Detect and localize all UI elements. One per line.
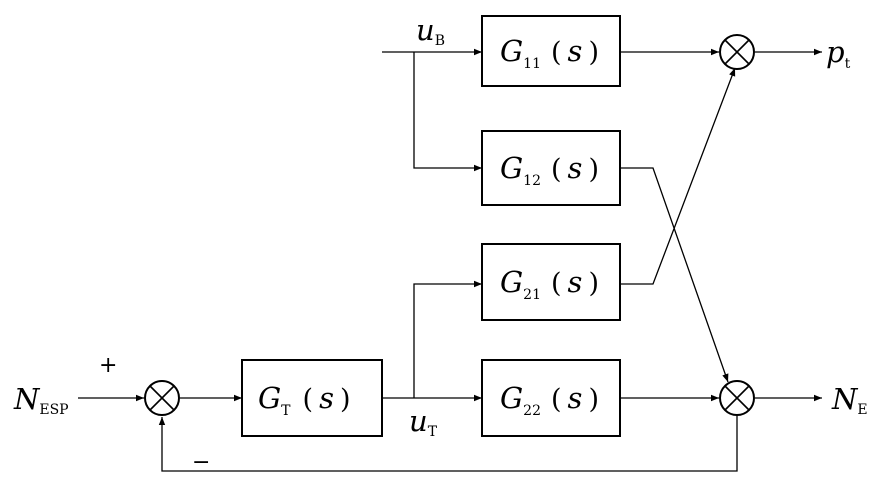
block-g12-open-paren: ( — [551, 154, 562, 185]
svg-text:G21(s): G21 (s) — [500, 265, 599, 303]
block-gt-letter: G — [258, 381, 281, 415]
label-n-e-letter: N — [831, 382, 859, 416]
block-g12-letter: G — [500, 151, 523, 185]
block-g21-open-paren: ( — [551, 268, 562, 299]
block-g22: G22 (s) — [481, 359, 621, 437]
block-g22-open-paren: ( — [551, 384, 562, 415]
block-g12-arg: s — [568, 151, 583, 185]
block-g21-box — [481, 243, 621, 321]
block-g22-box — [481, 359, 621, 437]
label-u-t: uT — [409, 404, 438, 440]
minus-sign: − — [192, 450, 210, 475]
block-g11-letter: G — [500, 34, 523, 68]
block-g11-close-paren: ) — [588, 37, 599, 68]
label-u-b-subscript: B — [435, 33, 445, 49]
block-gt-box — [241, 359, 383, 437]
block-g21-subscript: 21 — [523, 287, 541, 303]
plus-sign: + — [99, 353, 117, 378]
block-g11: G11 (s) — [481, 15, 621, 87]
block-gt: GT (s) — [241, 359, 383, 437]
wire-ut-to-g21 — [413, 280, 482, 398]
svg-text:G12(s): G12 (s) — [500, 151, 599, 189]
block-g22-subscript: 22 — [523, 403, 541, 419]
block-g22-close-paren: ) — [588, 384, 599, 415]
block-g22-arg: s — [568, 381, 583, 415]
block-gt-arg: s — [319, 381, 334, 415]
block-g22-letter: G — [500, 381, 523, 415]
block-g21-letter: G — [500, 265, 523, 299]
block-g12-close-paren: ) — [588, 154, 599, 185]
label-n-e: NE — [831, 382, 868, 418]
label-n-esp-letter: N — [13, 382, 41, 416]
label-p-t: pt — [826, 35, 851, 72]
block-g11-open-paren: ( — [551, 37, 562, 68]
summing-junction-left — [144, 380, 180, 416]
svg-text:G22(s): G22 (s) — [500, 381, 599, 419]
label-u-t-letter: u — [409, 404, 428, 438]
svg-text:GT(s): GT (s) — [258, 381, 351, 419]
label-n-esp-subscript: ESP — [39, 402, 68, 418]
block-g11-arg: s — [568, 34, 583, 68]
label-p-t-letter: p — [826, 35, 845, 69]
block-gt-close-paren: ) — [340, 384, 351, 415]
summing-junction-top — [719, 34, 755, 70]
feedback-path — [158, 416, 738, 472]
block-gt-open-paren: ( — [303, 384, 314, 415]
label-u-b-letter: u — [416, 13, 435, 47]
summing-junction-bottom — [719, 380, 755, 416]
block-g12-subscript: 12 — [523, 173, 541, 189]
label-n-e-subscript: E — [857, 402, 867, 418]
block-g21-close-paren: ) — [588, 268, 599, 299]
label-n-esp: NESP — [13, 382, 69, 418]
block-g11-subscript: 11 — [523, 56, 541, 72]
wire-g12-to-sum-bottom — [620, 167, 729, 383]
label-p-t-subscript: t — [845, 56, 851, 72]
wire-ub-to-g12 — [413, 52, 482, 172]
svg-text:G11(s): G11 (s) — [500, 34, 599, 72]
wire-g21-to-sum-top — [620, 67, 736, 285]
block-g21-arg: s — [568, 265, 583, 299]
block-g11-box — [481, 15, 621, 87]
block-g21: G21 (s) — [481, 243, 621, 321]
block-g12-box — [481, 130, 621, 206]
label-u-b: uB — [416, 13, 445, 49]
block-gt-subscript: T — [281, 403, 291, 419]
label-u-t-subscript: T — [428, 424, 438, 440]
signal-wires — [78, 48, 822, 472]
block-g12: G12 (s) — [481, 130, 621, 206]
